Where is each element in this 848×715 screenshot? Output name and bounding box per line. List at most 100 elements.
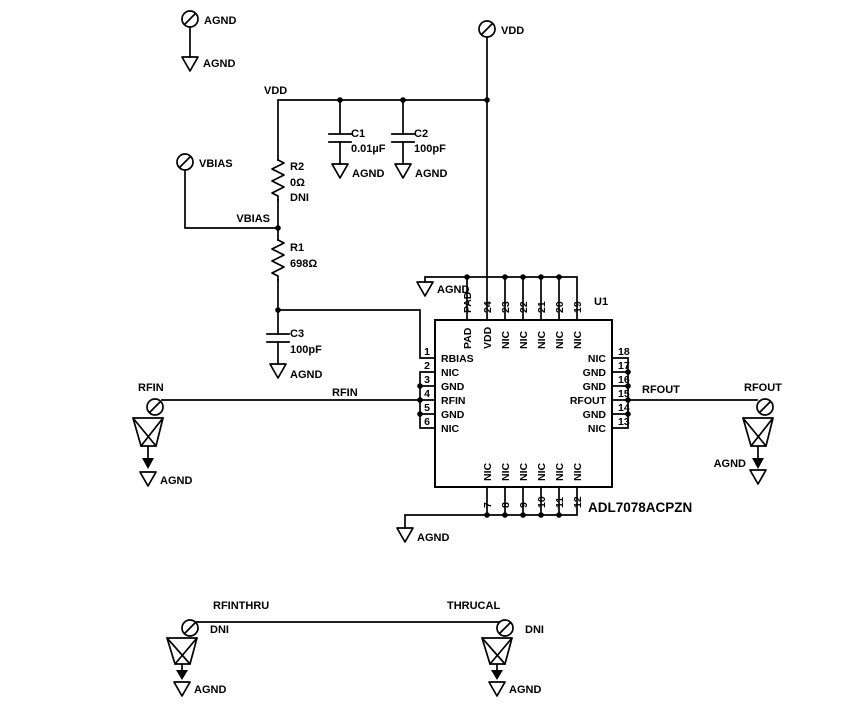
resistor-r2: R2 0Ω DNI xyxy=(271,158,309,204)
ic-top-pins: PAD PAD 24 VDD 23 NIC 22 NIC 21 NIC 20 N… xyxy=(462,291,584,349)
port-vbias: VBIAS xyxy=(176,153,233,171)
ic-body xyxy=(434,319,613,488)
refdes: C1 xyxy=(351,128,365,140)
ground-triangle xyxy=(269,363,287,379)
pin-name: NIC xyxy=(500,463,512,482)
pin-number: 13 xyxy=(618,416,630,428)
pin-number: 14 xyxy=(618,402,630,414)
pin-number: 19 xyxy=(572,301,584,313)
rfout-connector: RFOUT xyxy=(741,382,782,469)
agnd-label: AGND xyxy=(417,532,449,544)
port-key-mark xyxy=(480,22,494,36)
dni-note: DNI xyxy=(525,624,544,636)
net-labels: VDD VBIAS RFIN RFOUT xyxy=(236,85,680,399)
refdes: R2 xyxy=(290,161,304,173)
pin-number: 21 xyxy=(536,301,548,313)
capacitor-c3: C3 100pF xyxy=(266,328,322,356)
pin-number: 5 xyxy=(424,402,430,414)
connector-body xyxy=(165,636,199,671)
pin-name: NIC xyxy=(500,331,512,350)
ground-c2: AGND xyxy=(394,163,447,180)
pin-name: RFOUT xyxy=(570,395,607,407)
pin-name: NIC xyxy=(536,463,548,482)
pin-name: NIC xyxy=(588,353,607,365)
junction-dot xyxy=(538,274,544,280)
pin-number: 1 xyxy=(424,346,430,358)
value: 0.01µF xyxy=(351,143,386,155)
ic-bottom-pins: NIC 7 NIC 8 NIC 9 NIC 10 NIC 11 NIC 12 xyxy=(482,463,584,509)
junction-dot xyxy=(484,97,490,103)
rfinthru-connector: RFINTHRU DNI xyxy=(165,600,269,680)
pin-name: NIC xyxy=(536,331,548,350)
thrucal-connector: THRUCAL DNI xyxy=(447,600,544,680)
junction-dot xyxy=(625,397,631,403)
pin-number: 3 xyxy=(424,374,430,386)
pin-number: 20 xyxy=(554,301,566,313)
pin-number: 16 xyxy=(618,374,630,386)
pin-number: 23 xyxy=(500,301,512,313)
refdes: R1 xyxy=(290,242,304,254)
junction-dot xyxy=(417,411,423,417)
ground-rfinthru: AGND xyxy=(173,681,226,697)
connector-body xyxy=(741,416,775,459)
pin-number: 12 xyxy=(572,496,584,508)
ground-rfout: AGND xyxy=(714,458,767,485)
junction-dot xyxy=(556,512,562,518)
pin-name: RBIAS xyxy=(441,353,474,365)
pin-name: NIC xyxy=(588,423,607,435)
ic-part-number: ADL7078ACPZN xyxy=(588,500,692,515)
junction-dot xyxy=(275,307,281,313)
capacitor-c2: C2 100pF xyxy=(391,128,446,155)
pin-number: 10 xyxy=(536,496,548,508)
resistor-symbol xyxy=(271,158,285,201)
ground-triangle xyxy=(331,163,349,179)
pin-number: 11 xyxy=(554,497,566,508)
pin-name: GND xyxy=(583,381,607,393)
junction-dot xyxy=(625,369,631,375)
junction-dot xyxy=(520,274,526,280)
ground-top-left: AGND xyxy=(181,56,235,72)
ground-triangle xyxy=(139,471,157,487)
agnd-label: AGND xyxy=(194,684,226,696)
pin-name: NIC xyxy=(554,331,566,350)
junction-dot xyxy=(484,512,490,518)
connector-body xyxy=(131,416,165,459)
junction-dot xyxy=(625,383,631,389)
junction-dot xyxy=(538,512,544,518)
junction-dot xyxy=(417,397,423,403)
port-label: RFINTHRU xyxy=(213,600,269,612)
ground-triangle xyxy=(416,281,434,297)
junction-dot xyxy=(520,512,526,518)
value: 698Ω xyxy=(290,258,317,270)
ground-triangle xyxy=(173,681,191,697)
arrow-down-icon xyxy=(176,670,188,680)
port-label: VBIAS xyxy=(199,158,233,170)
pin-number: 2 xyxy=(424,360,430,372)
ground-c1: AGND xyxy=(331,163,384,180)
ground-c3: AGND xyxy=(269,363,322,381)
refdes: C2 xyxy=(414,128,428,140)
capacitor-symbol xyxy=(266,333,290,343)
agnd-label: AGND xyxy=(290,369,322,381)
junction-dot xyxy=(275,225,281,231)
port-label: RFIN xyxy=(138,382,164,394)
rfin-connector: RFIN xyxy=(131,382,165,469)
junction-dot xyxy=(464,274,470,280)
net-label-rfout: RFOUT xyxy=(642,384,680,396)
junction-dot xyxy=(502,512,508,518)
pin-name: NIC xyxy=(482,463,494,482)
pin-name: GND xyxy=(441,381,465,393)
value: 0Ω xyxy=(290,177,305,189)
junction-dots xyxy=(275,97,631,518)
junction-dot xyxy=(625,411,631,417)
ic-refdes: U1 xyxy=(594,296,608,308)
pin-number: 17 xyxy=(618,360,630,372)
capacitor-symbol xyxy=(328,133,352,143)
arrow-down-icon xyxy=(491,670,503,680)
net-label-vdd: VDD xyxy=(264,85,287,97)
wires xyxy=(161,26,758,623)
ground-rfin: AGND xyxy=(139,471,192,487)
dni-note: DNI xyxy=(290,192,309,204)
